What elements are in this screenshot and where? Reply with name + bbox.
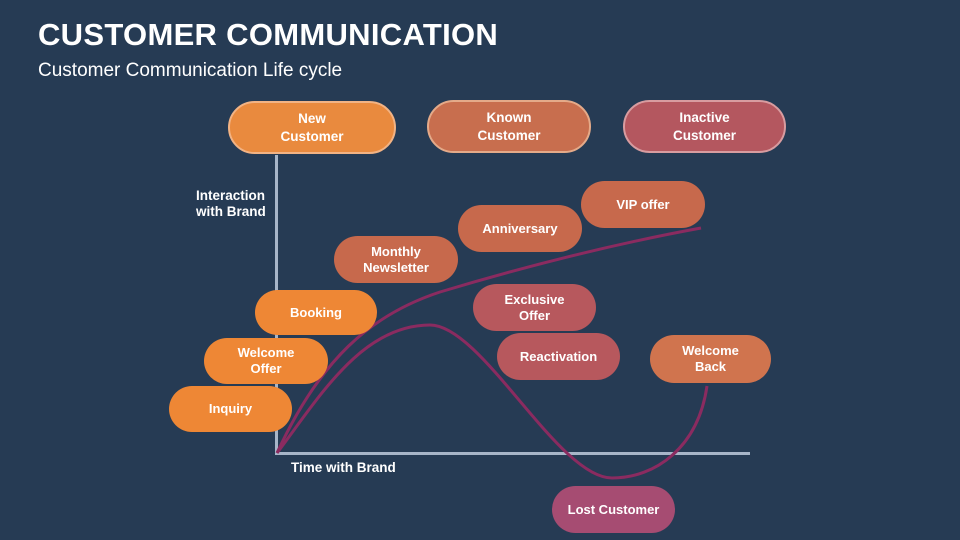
x-axis-label: Time with Brand [291,460,396,475]
y-axis-label: Interaction with Brand [196,188,266,220]
slide-title: CUSTOMER COMMUNICATION [38,17,499,52]
stage-pill-label: Customer [477,127,541,143]
touchpoint-label: Offer [250,361,282,376]
touchpoint-label: Reactivation [519,348,598,364]
touchpoint-label: Offer [518,307,551,323]
touchpoint-pill-inquiry: Inquiry [169,386,292,432]
touchpoint-pill-welcome-back: Welcome Back [650,335,771,383]
decline-curve [275,323,709,480]
y-axis-label-line2: with Brand [196,204,266,219]
stage-pill-label: Customer [280,128,344,144]
touchpoint-label: Inquiry [208,401,253,416]
stage-pill-label: New [298,110,326,126]
stage-pill-label: Inactive [679,109,730,125]
touchpoint-pill-exclusive-offer: Exclusive Offer [473,284,596,331]
touchpoint-pill-vip-offer: VIP offer [581,181,705,228]
touchpoint-label: Lost Customer [567,501,660,517]
stage-pill-label: Customer [672,127,736,143]
touchpoint-label: Welcome [682,343,739,358]
slide-subtitle: Customer Communication Life cycle [38,60,343,81]
stage-pill-known-customer: Known Customer [427,100,591,153]
stage-pill-inactive-customer: Inactive Customer [623,100,786,153]
touchpoint-label: Back [694,359,727,374]
stage-pill-label: Known [486,109,532,125]
touchpoint-label: Anniversary [482,220,558,236]
touchpoint-label: VIP offer [616,196,670,212]
stage-pill-new-customer: New Customer [228,101,396,154]
y-axis-label-line1: Interaction [196,188,266,203]
touchpoint-pill-anniversary: Anniversary [458,205,582,252]
touchpoint-label: Monthly [371,243,421,259]
touchpoint-pill-lost-customer: Lost Customer [552,486,675,533]
touchpoint-label: Newsletter [363,259,429,275]
touchpoint-pill-reactivation: Reactivation [497,333,620,380]
touchpoint-label: Booking [290,304,342,320]
touchpoint-pill-monthly-newsletter: Monthly Newsletter [334,236,458,283]
touchpoint-pill-welcome-offer: Welcome Offer [204,338,328,384]
touchpoint-label: Welcome [237,345,295,360]
touchpoint-label: Exclusive [504,291,565,307]
touchpoint-pill-booking: Booking [255,290,377,335]
